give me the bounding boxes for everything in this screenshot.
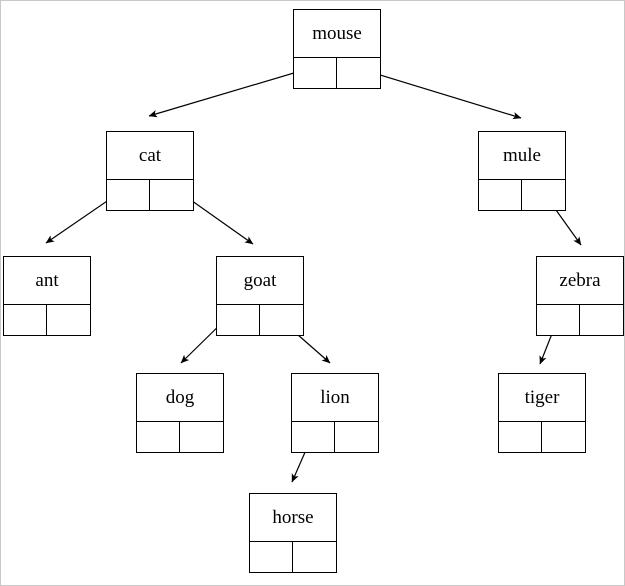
node-pointer-cells <box>537 305 623 335</box>
right-pointer-cell[interactable] <box>337 58 380 88</box>
tree-node-mule[interactable]: mule <box>478 131 566 211</box>
node-label: ant <box>4 257 90 305</box>
node-pointer-cells <box>294 58 380 88</box>
tree-node-zebra[interactable]: zebra <box>536 256 624 336</box>
tree-node-mouse[interactable]: mouse <box>293 9 381 89</box>
node-label: tiger <box>499 374 585 422</box>
node-label: mouse <box>294 10 380 58</box>
node-label: mule <box>479 132 565 180</box>
left-pointer-cell[interactable] <box>294 58 337 88</box>
node-pointer-cells <box>499 422 585 452</box>
right-pointer-cell[interactable] <box>542 422 585 452</box>
node-pointer-cells <box>217 305 303 335</box>
node-pointer-cells <box>250 542 336 572</box>
right-pointer-cell[interactable] <box>580 305 623 335</box>
tree-node-dog[interactable]: dog <box>136 373 224 453</box>
node-label: horse <box>250 494 336 542</box>
tree-node-goat[interactable]: goat <box>216 256 304 336</box>
left-pointer-cell[interactable] <box>107 180 150 210</box>
right-pointer-cell[interactable] <box>522 180 565 210</box>
edge-mouse-to-cat <box>148 66 315 118</box>
tree-node-lion[interactable]: lion <box>291 373 379 453</box>
node-pointer-cells <box>479 180 565 210</box>
right-pointer-cell[interactable] <box>335 422 378 452</box>
node-label: dog <box>137 374 223 422</box>
left-pointer-cell[interactable] <box>217 305 260 335</box>
tree-node-tiger[interactable]: tiger <box>498 373 586 453</box>
left-pointer-cell[interactable] <box>537 305 580 335</box>
left-pointer-cell[interactable] <box>292 422 335 452</box>
tree-node-cat[interactable]: cat <box>106 131 194 211</box>
node-label: zebra <box>537 257 623 305</box>
node-pointer-cells <box>137 422 223 452</box>
node-pointer-cells <box>107 180 193 210</box>
left-pointer-cell[interactable] <box>137 422 180 452</box>
left-pointer-cell[interactable] <box>4 305 47 335</box>
right-pointer-cell[interactable] <box>293 542 336 572</box>
right-pointer-cell[interactable] <box>180 422 223 452</box>
left-pointer-cell[interactable] <box>479 180 522 210</box>
left-pointer-cell[interactable] <box>499 422 542 452</box>
right-pointer-cell[interactable] <box>260 305 303 335</box>
node-label: lion <box>292 374 378 422</box>
left-pointer-cell[interactable] <box>250 542 293 572</box>
tree-node-ant[interactable]: ant <box>3 256 91 336</box>
node-pointer-cells <box>292 422 378 452</box>
right-pointer-cell[interactable] <box>47 305 90 335</box>
node-label: goat <box>217 257 303 305</box>
node-pointer-cells <box>4 305 90 335</box>
right-pointer-cell[interactable] <box>150 180 193 210</box>
tree-node-horse[interactable]: horse <box>249 493 337 573</box>
node-label: cat <box>107 132 193 180</box>
